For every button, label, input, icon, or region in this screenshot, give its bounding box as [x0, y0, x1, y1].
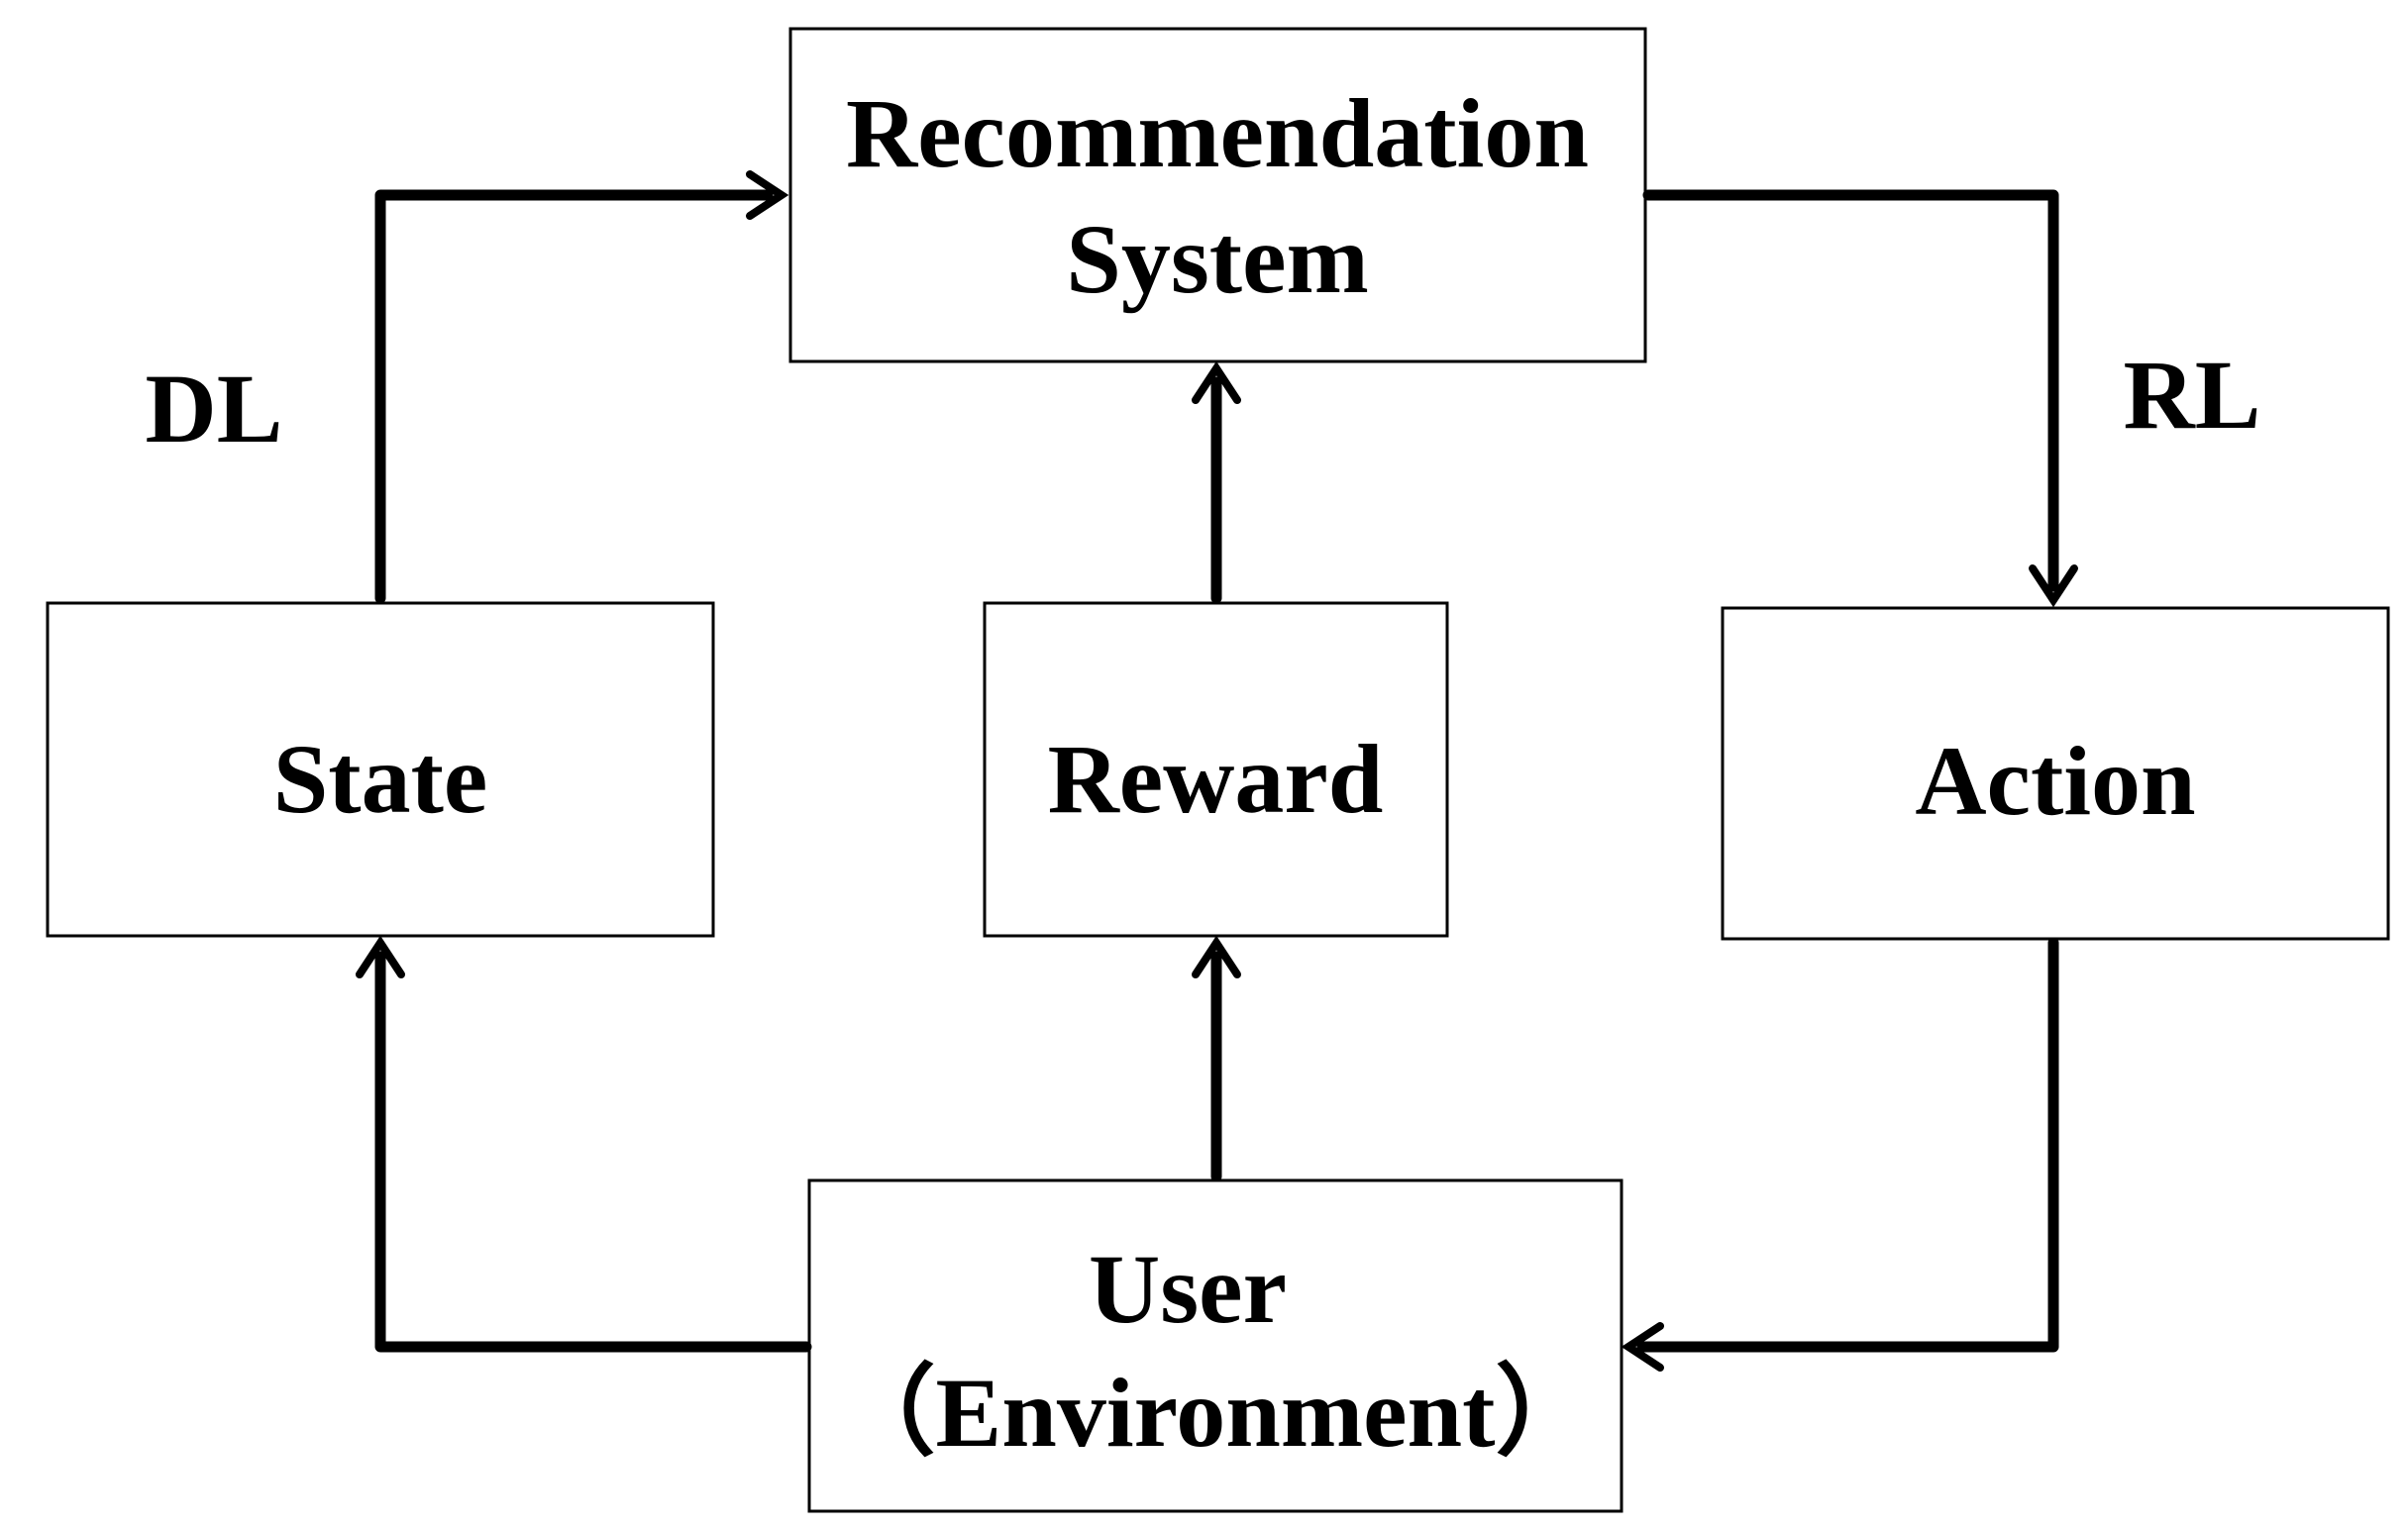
state-node: State [46, 601, 715, 938]
user-environment-node: User （Environment） [807, 1178, 1623, 1513]
user-label-line1: User [1089, 1234, 1287, 1344]
state-to-recsys-arrow [374, 170, 789, 604]
recommendation-system-node: Recommendation System [788, 27, 1647, 363]
reward-to-recsys-arrow [1192, 360, 1241, 604]
state-label: State [273, 724, 488, 834]
action-to-user-arrow [1621, 937, 2059, 1372]
user-label-line2: （Environment） [837, 1358, 1595, 1468]
action-node: Action [1721, 606, 2390, 941]
dl-label: DL [146, 354, 283, 463]
reward-label: Reward [1048, 724, 1384, 834]
user-to-reward-arrow [1192, 935, 1241, 1182]
action-label: Action [1915, 726, 2195, 836]
reward-node: Reward [983, 601, 1449, 938]
user-to-state-arrow [356, 935, 812, 1353]
recommendation-system-label-line2: System [1066, 204, 1369, 314]
recommendation-system-label-line1: Recommendation [846, 78, 1589, 188]
rl-label: RL [2124, 340, 2261, 450]
recsys-to-action-arrow [1642, 189, 2078, 608]
